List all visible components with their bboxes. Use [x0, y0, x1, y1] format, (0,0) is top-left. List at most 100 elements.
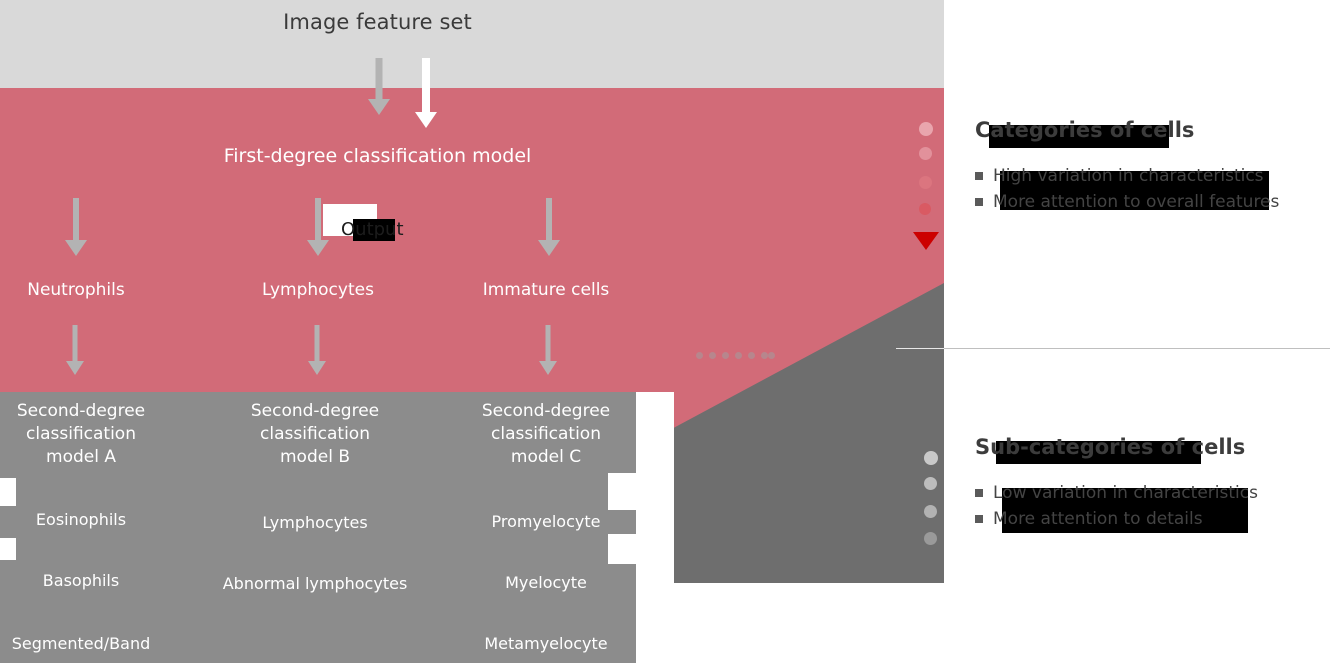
sub-label-myelocyte: Myelocyte — [505, 573, 587, 592]
bullet-item: More attention to details — [975, 506, 1325, 532]
arrow-shaft — [73, 198, 79, 240]
arrow-down-icon-neutrophils — [65, 198, 87, 256]
dot-step-2 — [924, 477, 937, 490]
model-title-line-3: model C — [510, 447, 582, 467]
highlight-bar-subcategories-title — [996, 441, 1201, 464]
sub-label-segmented-band: Segmented/Band — [11, 634, 151, 653]
sub-label-lymphocytes: Lymphocytes — [262, 513, 368, 532]
panel-divider — [898, 348, 1330, 349]
panel-subcategories-of-cells: Sub-categories of cells Low variation in… — [975, 435, 1325, 532]
arrow-down-icon-lymphocytes — [307, 198, 329, 256]
dot — [722, 352, 729, 359]
model-title-line-2: classification — [26, 424, 136, 444]
dot — [709, 352, 716, 359]
arrow-down-icon-model-c — [538, 325, 558, 375]
bullet-text: High variation in characteristics — [993, 166, 1264, 186]
arrow-shaft — [315, 198, 321, 240]
bullet-item: More attention to overall features — [975, 189, 1325, 215]
model-title-line-1: Second-degree — [481, 401, 611, 421]
dot-step-4 — [924, 532, 937, 545]
page-title: Image feature set — [283, 10, 472, 34]
bullet-square-icon — [975, 172, 983, 180]
arrow-shaft — [375, 58, 383, 99]
panel-bullets-subcategories: Low variation in characteristics More at… — [975, 480, 1325, 532]
arrow-head — [539, 361, 557, 375]
dot-step-1 — [924, 451, 938, 465]
arrow-down-gray-icon — [368, 58, 390, 115]
sub-label-promyelocyte: Promyelocyte — [491, 512, 601, 531]
bullet-item: Low variation in characteristics — [975, 480, 1325, 506]
arrow-head — [308, 361, 326, 375]
arrow-shaft — [72, 325, 78, 361]
highlight-bar-categories-title — [989, 125, 1169, 148]
header-band — [0, 0, 944, 88]
arrow-shaft — [545, 325, 551, 361]
bullet-square-icon — [975, 198, 983, 206]
dot-step-2 — [919, 147, 932, 160]
model-title-line-2: classification — [491, 424, 601, 444]
arrow-head — [66, 361, 84, 375]
bullet-text: More attention to overall features — [993, 192, 1280, 212]
dot — [768, 352, 775, 359]
panel-categories-of-cells: Categories of cells High variation in ch… — [975, 118, 1325, 215]
notch-right-upper — [608, 473, 636, 510]
sub-label-metamyelocyte: Metamyelocyte — [484, 634, 608, 653]
dark-panel-block — [673, 435, 944, 583]
cell-label-neutrophils: Neutrophils — [27, 280, 125, 300]
bullet-text: More attention to details — [993, 509, 1203, 529]
model-title-line-3: model A — [46, 447, 116, 467]
arrow-head — [415, 112, 437, 128]
notch-right-lower — [608, 534, 636, 564]
dot — [748, 352, 755, 359]
second-degree-block — [0, 392, 636, 663]
notch-left-upper — [0, 478, 16, 506]
dot-step-3 — [924, 505, 937, 518]
notch-left-lower — [0, 538, 16, 560]
panel-title-subcategories: Sub-categories of cells — [975, 435, 1246, 459]
dot — [696, 352, 703, 359]
arrow-down-icon-immature — [538, 198, 560, 256]
second-degree-model-b-title: Second-degree classification model B — [215, 400, 415, 469]
arrow-shaft — [546, 198, 552, 240]
dot-step-4 — [919, 203, 931, 215]
arrow-head — [65, 240, 87, 256]
sub-label-abnormal-lymphocytes: Abnormal lymphocytes — [222, 574, 408, 593]
first-degree-model-title: First-degree classification model — [223, 145, 532, 167]
highlight-bar-categories-bullets — [1000, 171, 1269, 210]
panel-bullets-categories: High variation in characteristics More a… — [975, 163, 1325, 215]
panel-title-categories: Categories of cells — [975, 118, 1195, 142]
bullet-text: Low variation in characteristics — [993, 483, 1258, 503]
model-title-line-3: model B — [279, 447, 350, 467]
arrow-shaft — [422, 58, 430, 112]
arrow-down-white-icon — [415, 58, 437, 128]
second-degree-model-c-title: Second-degree classification model C — [446, 400, 646, 469]
output-label: Output — [341, 219, 404, 240]
arrow-shaft — [314, 325, 320, 361]
right-column-background — [944, 0, 1330, 663]
sub-label-eosinophils: Eosinophils — [35, 510, 127, 529]
second-degree-model-a-title: Second-degree classification model A — [0, 400, 181, 469]
sub-label-basophils: Basophils — [42, 571, 120, 590]
output-highlight-bar — [353, 219, 395, 241]
dot — [761, 352, 768, 359]
down-triangle-icon — [913, 232, 939, 250]
arrow-head — [368, 99, 390, 115]
dot-step-1 — [919, 122, 933, 136]
highlight-bar-subcategories-bullets — [1002, 488, 1248, 533]
model-title-line-1: Second-degree — [16, 401, 146, 421]
cell-label-lymphocytes: Lymphocytes — [262, 280, 374, 300]
cell-label-immature-cells: Immature cells — [482, 280, 610, 300]
model-title-line-1: Second-degree — [250, 401, 380, 421]
bullet-square-icon — [975, 489, 983, 497]
dot-step-3 — [919, 176, 932, 189]
arrow-head — [538, 240, 560, 256]
dot — [735, 352, 742, 359]
notch-right-gutter — [636, 392, 674, 663]
arrow-down-icon-model-b — [307, 325, 327, 375]
arrow-head — [307, 240, 329, 256]
bullet-square-icon — [975, 515, 983, 523]
bullet-item: High variation in characteristics — [975, 163, 1325, 189]
panel-divider-stub — [896, 348, 944, 349]
model-title-line-2: classification — [260, 424, 370, 444]
